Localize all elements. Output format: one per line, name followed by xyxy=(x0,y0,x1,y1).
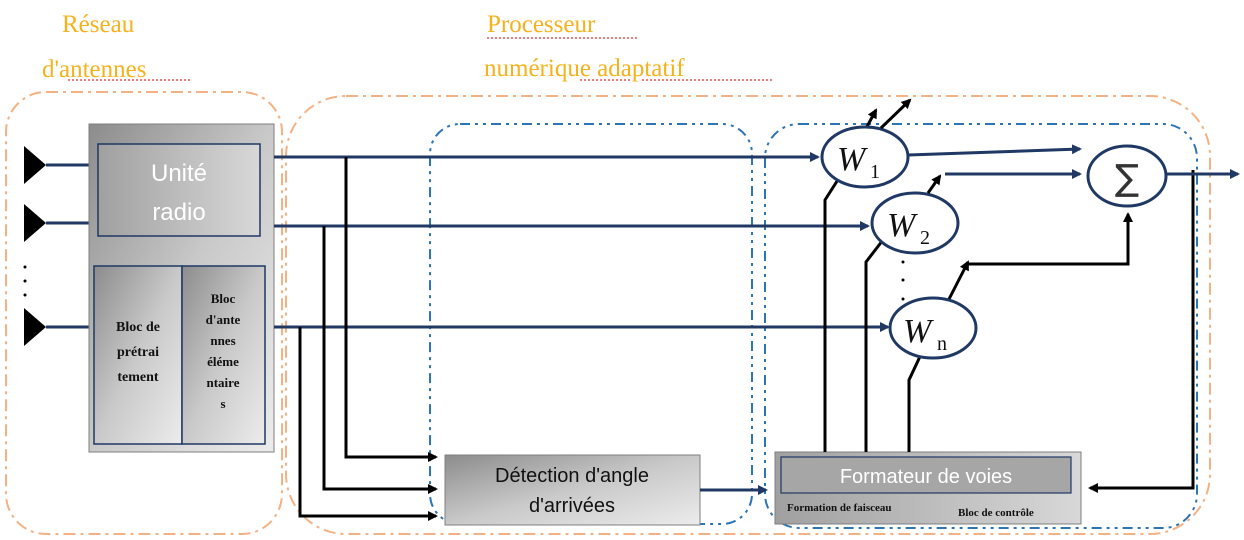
weight-1-subscript: 1 xyxy=(870,161,880,183)
processor-title-line2: numérique adaptatif xyxy=(484,55,685,82)
weight-2-subscript: 2 xyxy=(920,227,930,249)
weight-n-subscript: n xyxy=(937,333,947,355)
antenna-array-title-line2: d'antennes xyxy=(42,56,146,83)
feedback-arrow xyxy=(1088,170,1195,493)
antenna-array-title-line1: Réseau xyxy=(62,11,135,38)
adaptive-processor-region xyxy=(285,95,1211,535)
preprocessing-label-line3: tement xyxy=(117,370,159,385)
wn-to-sum xyxy=(968,212,1133,266)
doa-label-line2: d'arrivées xyxy=(529,495,615,517)
antenna-icon xyxy=(24,308,46,346)
weights-ellipsis xyxy=(901,260,905,301)
branch-to-doa-n xyxy=(298,327,438,521)
branch-to-doa-1 xyxy=(344,157,438,462)
weight-2-symbol: W xyxy=(887,207,918,244)
radio-unit-inner-box xyxy=(97,143,261,237)
elementary-label-line5: ntaire xyxy=(207,375,240,390)
doa-label-line1: Détection d'angle xyxy=(495,465,649,487)
antenna-ellipsis xyxy=(23,265,27,297)
elementary-label-line3: nnes xyxy=(210,333,235,348)
antenna-icon xyxy=(24,204,46,242)
doa-region xyxy=(429,123,753,525)
control-block-sublabel: Bloc de contrôle xyxy=(958,507,1034,519)
doa-detection-block xyxy=(444,454,701,526)
summation-node xyxy=(1086,144,1168,208)
summation-symbol: ∑ xyxy=(1115,158,1139,199)
preprocessing-label-line1: Bloc de xyxy=(116,320,160,335)
beamforming-sublabel: Formation de faisceau xyxy=(787,502,891,514)
elementary-antennas-block xyxy=(181,265,266,445)
w1-to-sum xyxy=(907,144,1082,157)
antenna-array-region xyxy=(5,91,283,535)
radio-unit-label-line1: Unité xyxy=(151,160,207,187)
elementary-label-line2: d'ante xyxy=(206,312,241,327)
weight-2-adjust-arrow xyxy=(926,174,942,194)
processor-title-line1: Processeur xyxy=(487,11,596,38)
beamformer-title-box xyxy=(780,456,1072,494)
radio-unit-label-line2: radio xyxy=(152,199,205,226)
elementary-label-line6: s xyxy=(220,396,225,411)
weight-node-1 xyxy=(820,125,910,189)
weight-n-symbol: W xyxy=(903,313,934,350)
antenna-icon xyxy=(24,146,46,184)
weight-node-2 xyxy=(870,191,960,255)
weight-1-adjust-arrow xyxy=(879,98,912,130)
elementary-label-line1: Bloc xyxy=(211,291,236,306)
preprocessing-label-line2: prétrai xyxy=(117,345,159,360)
weight-1-symbol: W xyxy=(837,141,868,178)
beamformer-title: Formateur de voies xyxy=(840,466,1012,488)
weight-node-n xyxy=(888,296,978,360)
elementary-label-line4: éléme xyxy=(207,354,239,369)
branch-to-doa-2 xyxy=(322,226,438,494)
